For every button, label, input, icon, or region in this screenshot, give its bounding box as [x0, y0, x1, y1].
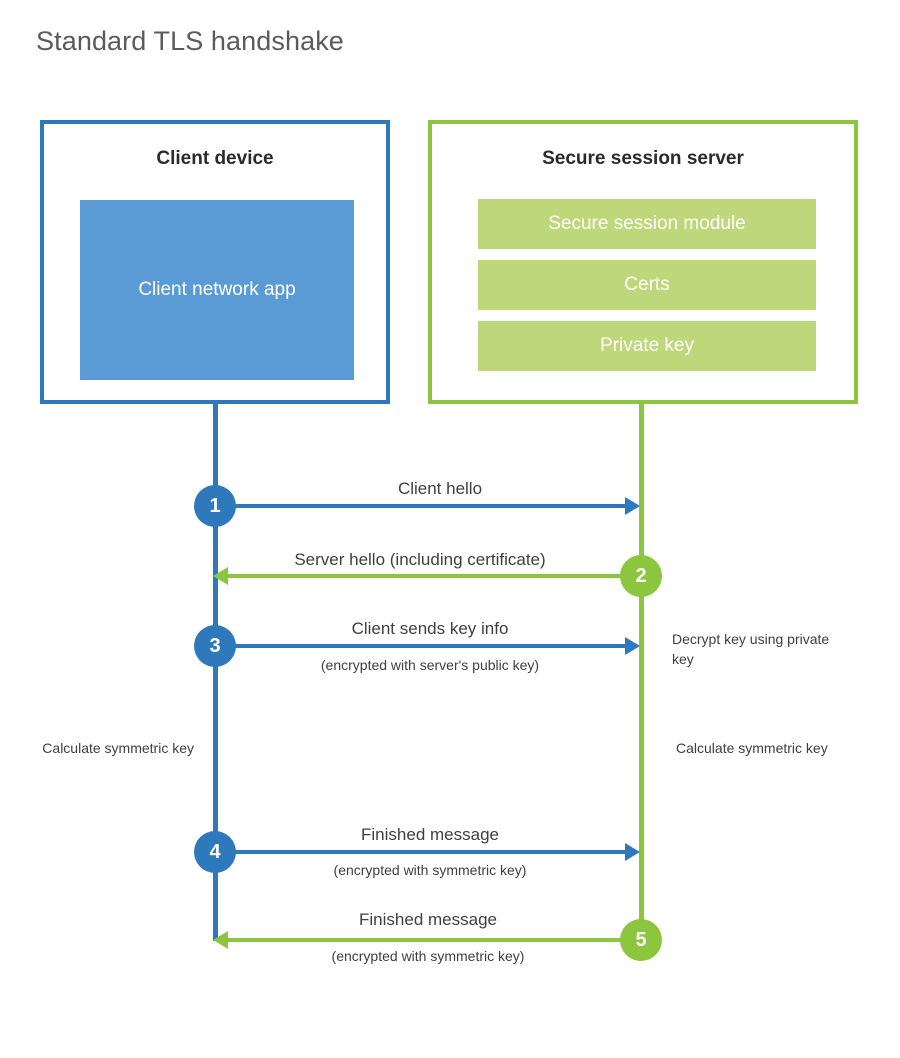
step-badge-1: 1 — [194, 485, 236, 527]
arrowhead-right-step-4 — [625, 843, 640, 861]
message-line-step-2 — [228, 574, 628, 578]
message-line-step-5 — [228, 938, 628, 942]
message-label-step-3: Client sends key info — [351, 619, 509, 638]
step-badge-3: 3 — [194, 625, 236, 667]
server-component-certs: Certs — [478, 260, 816, 310]
message-sublabel-step-3: (encrypted with server's public key) — [320, 657, 540, 673]
message-label-step-1: Client hello — [397, 479, 483, 498]
message-line-step-1 — [215, 504, 625, 508]
server-components-list: Secure session module Certs Private key — [478, 199, 816, 382]
message-label-step-5: Finished message — [359, 910, 497, 929]
client-device-title: Client device — [156, 148, 274, 169]
message-label-step-2: Server hello (including certificate) — [294, 550, 546, 569]
message-line-step-3 — [215, 644, 625, 648]
server-component-secure-session-module: Secure session module — [478, 199, 816, 249]
server-component-private-key: Private key — [478, 321, 816, 371]
step-badge-5: 5 — [620, 919, 662, 961]
step-badge-2: 2 — [620, 555, 662, 597]
arrowhead-left-step-5 — [213, 931, 228, 949]
message-sublabel-step-5: (encrypted with symmetric key) — [331, 948, 525, 964]
message-label-step-4: Finished message — [361, 825, 499, 844]
page-title: Standard TLS handshake — [36, 26, 344, 56]
client-device-box: Client device Client network app — [40, 120, 390, 404]
message-line-step-4 — [215, 850, 625, 854]
message-sublabel-step-4: (encrypted with symmetric key) — [333, 862, 527, 878]
arrowhead-left-step-2 — [213, 567, 228, 585]
note-client-calculate-symmetric-key: Calculate symmetric key — [42, 740, 194, 756]
secure-session-server-box: Secure session server Secure session mod… — [428, 120, 858, 404]
client-network-app-block: Client network app — [80, 200, 354, 380]
arrowhead-right-step-1 — [625, 497, 640, 515]
arrowhead-right-step-3 — [625, 637, 640, 655]
note-server-calculate-symmetric-key: Calculate symmetric key — [676, 740, 828, 756]
secure-session-server-title: Secure session server — [542, 148, 744, 169]
note-decrypt-key: Decrypt key using private key — [672, 631, 830, 668]
client-lifeline — [213, 404, 218, 941]
server-lifeline — [639, 404, 644, 941]
step-badge-4: 4 — [194, 831, 236, 873]
